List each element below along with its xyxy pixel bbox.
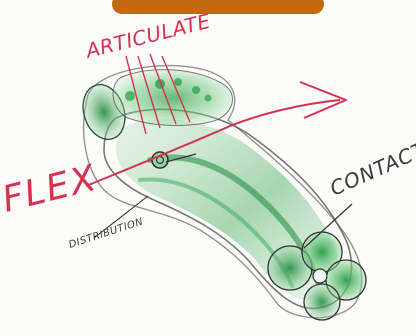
- toe-dot: [192, 86, 200, 94]
- distribution-label: DISTRIBUTION: [68, 216, 145, 250]
- toe-dot: [174, 78, 182, 86]
- contact-label: CONTACT: [326, 137, 416, 201]
- articulate-label: ARTICULATE: [81, 9, 212, 64]
- heel-pad: [304, 284, 340, 320]
- toe-dot: [205, 95, 212, 102]
- flex-label: FLEX: [0, 158, 101, 221]
- heel-center: [313, 269, 327, 283]
- toe-dot: [125, 91, 135, 101]
